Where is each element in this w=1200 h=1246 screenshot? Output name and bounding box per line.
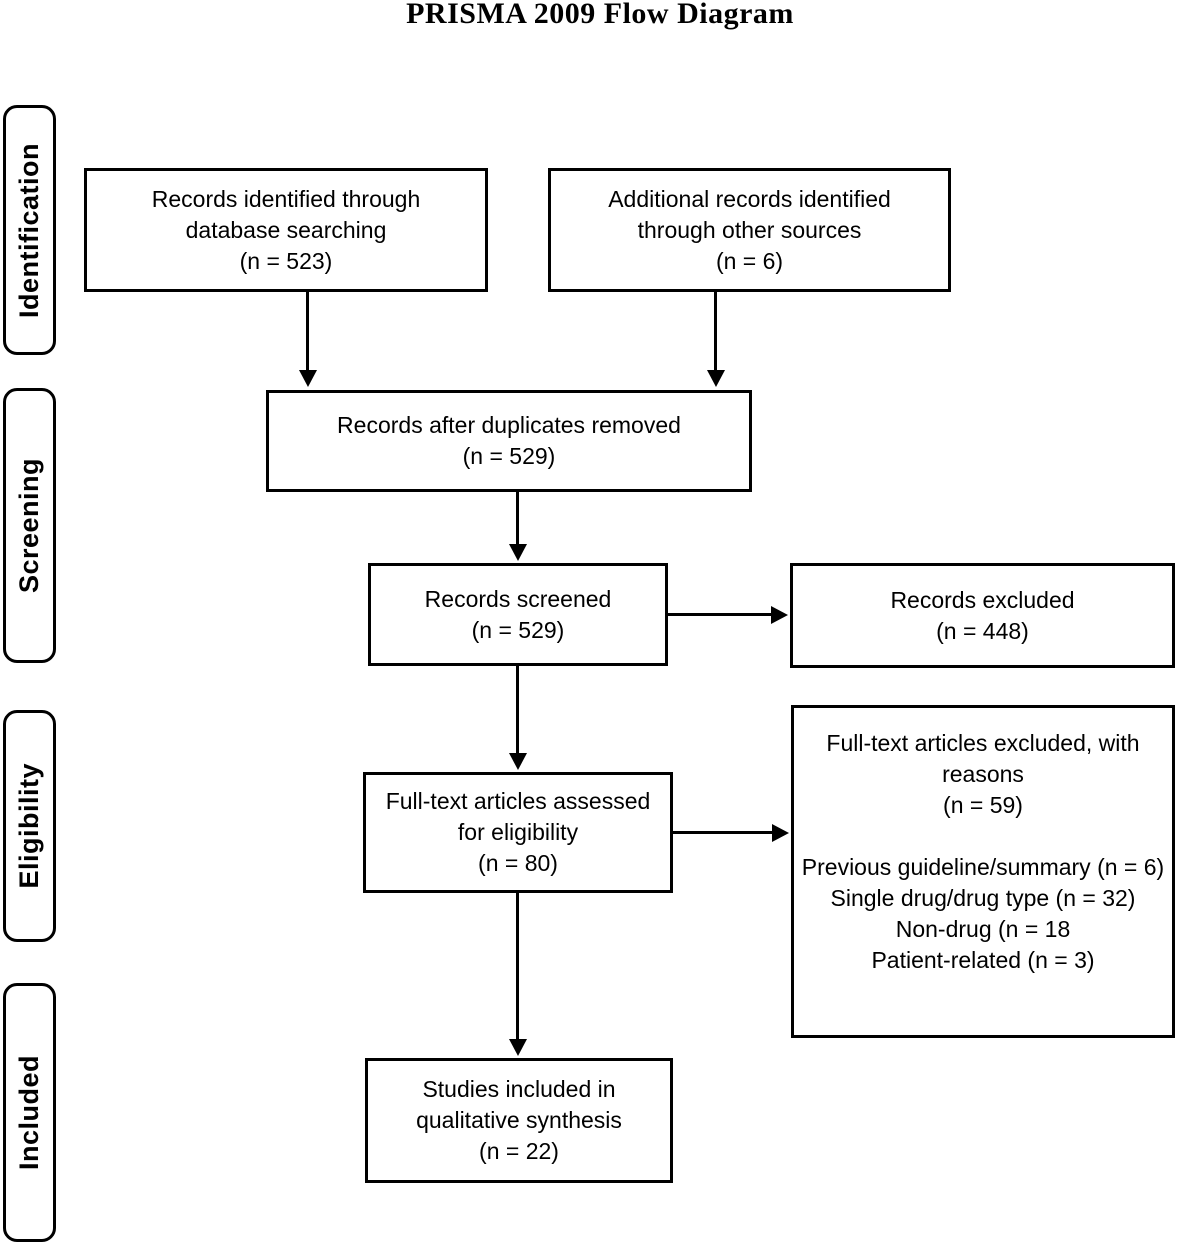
box-studies-included: Studies included in qualitative synthesi…	[365, 1058, 673, 1183]
arrow-additional-to-duplicates	[714, 292, 717, 371]
stage-eligibility: Eligibility	[3, 710, 56, 942]
box-fulltext-assessed: Full-text articles assessed for eligibil…	[363, 772, 673, 893]
box-records-screened: Records screened (n = 529)	[368, 563, 668, 666]
stage-screening: Screening	[3, 388, 56, 663]
arrow-fulltext-to-excluded	[673, 831, 773, 834]
stage-eligibility-label: Eligibility	[14, 763, 44, 889]
box-duplicates-removed: Records after duplicates removed (n = 52…	[266, 390, 752, 492]
arrow-identified-to-duplicates	[306, 292, 309, 371]
page-title: PRISMA 2009 Flow Diagram	[406, 0, 794, 30]
box-additional-records: Additional records identified through ot…	[548, 168, 951, 292]
arrow-screened-to-fulltext	[516, 666, 519, 754]
stage-included: Included	[3, 983, 56, 1242]
arrow-fulltext-to-included	[516, 893, 519, 1040]
stage-included-label: Included	[14, 1054, 44, 1170]
box-records-identified: Records identified through database sear…	[84, 168, 488, 292]
arrow-duplicates-to-screened	[516, 492, 519, 545]
stage-identification-label: Identification	[14, 142, 44, 318]
arrow-screened-to-excluded	[668, 613, 772, 616]
box-fulltext-excluded: Full-text articles excluded, with reason…	[791, 705, 1175, 1038]
stage-screening-label: Screening	[14, 457, 44, 594]
stage-identification: Identification	[3, 105, 56, 355]
box-records-excluded: Records excluded (n = 448)	[790, 563, 1175, 668]
